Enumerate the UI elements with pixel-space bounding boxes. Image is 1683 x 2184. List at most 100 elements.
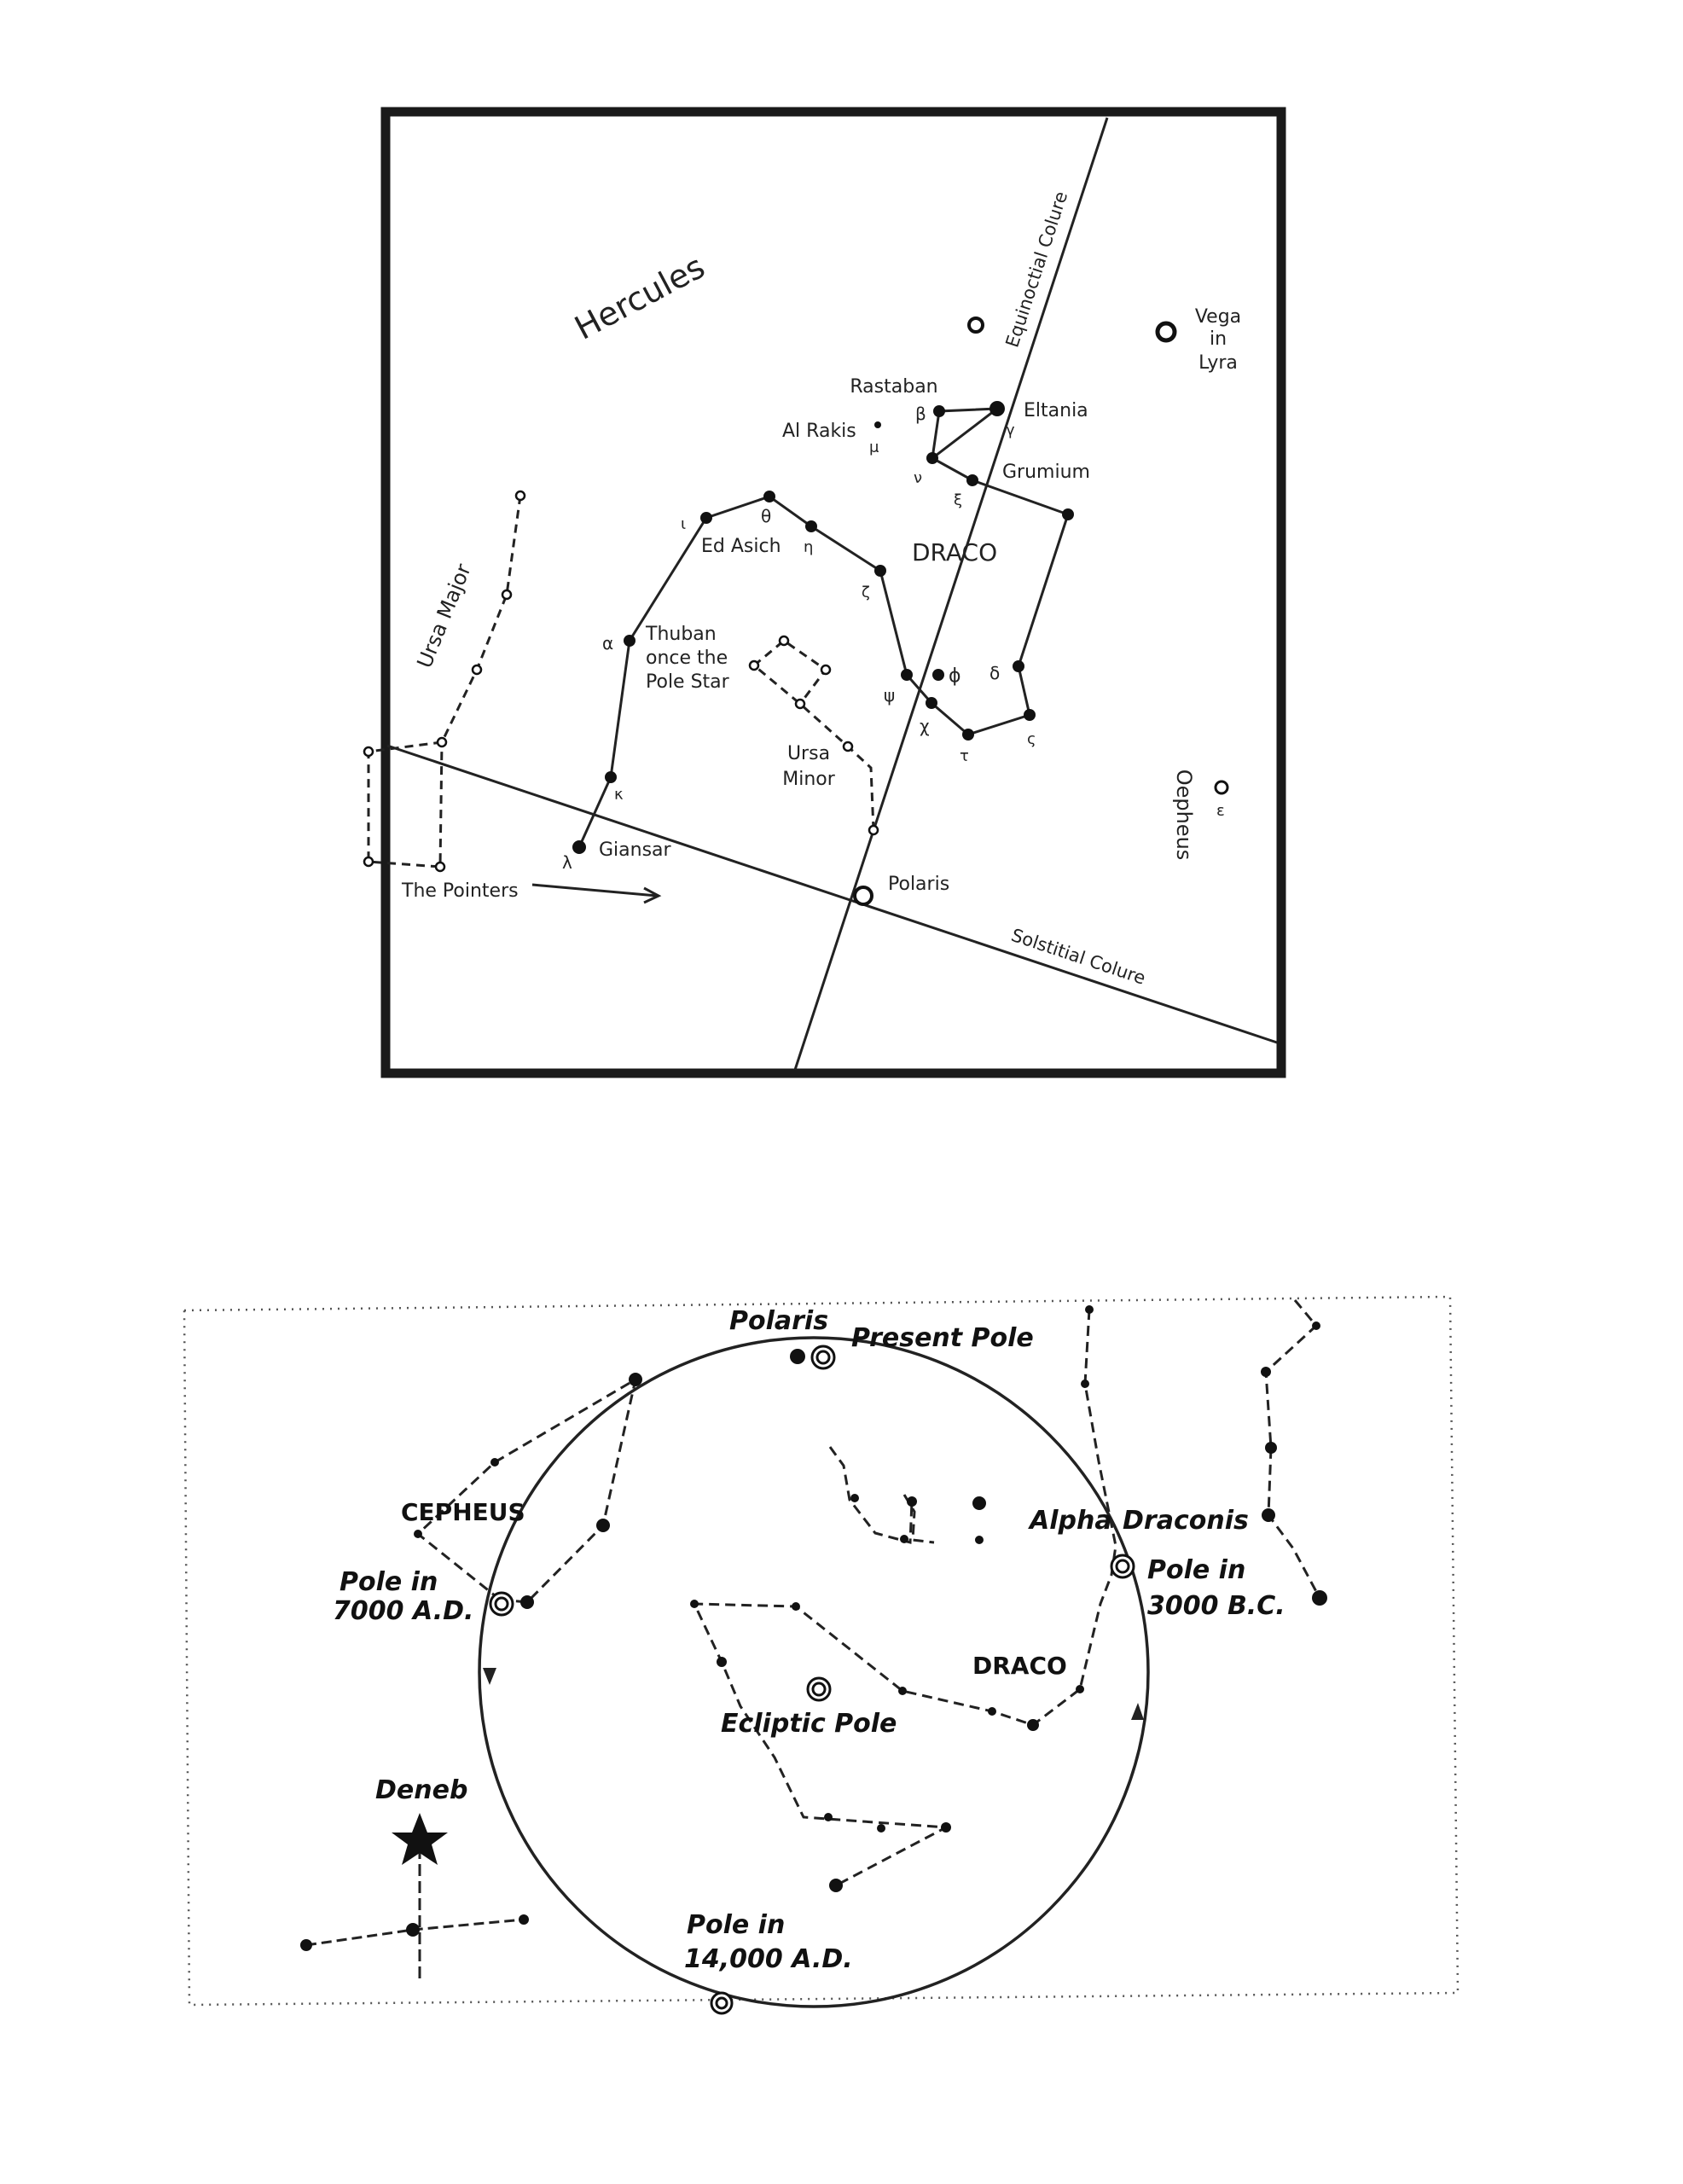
pole-14000-label-2: 14,000 A.D.: [684, 1944, 853, 1974]
circle-arrow-right: [1131, 1703, 1144, 1720]
star-iota: [700, 512, 712, 524]
greek-tau: τ: [960, 747, 969, 765]
star-xi: [966, 474, 978, 486]
greek-alpha: α: [602, 633, 613, 653]
polaris-label: Polaris: [888, 874, 949, 895]
pole-3000bc-label-1: Pole in: [1147, 1555, 1245, 1585]
star-ursa-minor-5: [778, 635, 790, 647]
greek-psi: ψ: [884, 685, 895, 706]
grumium-label: Grumium: [1002, 462, 1090, 483]
greek-theta: θ: [761, 506, 771, 526]
star-ursa-major-4: [436, 736, 448, 748]
star-deneb-cross-right: [519, 1914, 529, 1925]
star-right-2: [1261, 1367, 1271, 1377]
star-draco-8: [1076, 1685, 1084, 1693]
greek-kappa: κ: [614, 786, 624, 804]
star-ursa-major-3: [471, 664, 483, 676]
star-ursa-minor-6: [820, 664, 832, 676]
star-cepheus-1: [629, 1373, 642, 1386]
star-right-3: [1265, 1442, 1277, 1454]
deneb-star-icon: [392, 1813, 448, 1865]
pointers-arrow-line: [531, 883, 658, 897]
greek-xi: ξ: [954, 491, 962, 509]
star-ursa-major-1: [514, 490, 526, 502]
greek-zeta: ζ: [862, 584, 870, 601]
star-draco-5: [850, 1494, 859, 1502]
greek-eta: η: [804, 538, 813, 556]
equinoctial-colure-line: [793, 117, 1109, 1071]
draco-label: DRACO: [912, 538, 997, 566]
star-eta: [805, 520, 817, 532]
star-right-4: [1262, 1508, 1275, 1522]
star-draco-18: [829, 1879, 843, 1892]
star-lambda: [572, 840, 586, 854]
pole-3000bc-inner: [1115, 1559, 1130, 1574]
star-cepheus-4: [490, 1458, 499, 1467]
ursa-minor-label-2: Minor: [782, 769, 835, 790]
greek-iota: ι: [681, 515, 686, 533]
map-frame: [380, 107, 1286, 1078]
star-alpha: [624, 635, 635, 647]
draco-bottom-body: [692, 1309, 1117, 1887]
ursa-major-figure: [367, 495, 522, 868]
ed-asich-label: Ed Asich: [701, 536, 781, 557]
star-draco-6: [1085, 1305, 1094, 1314]
present-pole-inner: [815, 1350, 831, 1365]
draco-figure: [577, 407, 1070, 848]
hercules-label: Hercules: [569, 247, 711, 347]
star-ursa-minor-1: [868, 824, 879, 836]
greek-mu: μ: [869, 439, 879, 456]
rastaban-label: Rastaban: [850, 376, 937, 398]
star-hercules-open: [967, 317, 984, 334]
open-stars: [363, 317, 1229, 906]
vega-label-2: in: [1210, 328, 1227, 350]
star-vega: [1155, 321, 1177, 343]
vega-label-1: Vega: [1195, 306, 1241, 328]
star-gamma: [989, 401, 1005, 416]
al-rakis-label: Al Rakis: [782, 421, 856, 442]
cepheus-bottom-label: CEPHEUS: [401, 1498, 525, 1526]
star-ursa-major-6: [363, 856, 374, 868]
thuban-label-2: once the: [646, 648, 728, 669]
star-right-5: [1312, 1590, 1327, 1606]
star-psi: [901, 669, 913, 681]
star-chi: [926, 697, 937, 709]
pointers-label: The Pointers: [401, 880, 519, 902]
star-draco-4: [975, 1536, 984, 1544]
star-draco-9: [1027, 1719, 1039, 1731]
precession-stars: [300, 1305, 1327, 1951]
thuban-label-1: Thuban: [645, 624, 717, 645]
greek-nu: ν: [914, 469, 922, 487]
draco-bottom-label: DRACO: [972, 1652, 1067, 1680]
draco-bottom-figure: [828, 1446, 914, 1544]
star-polaris: [853, 886, 873, 906]
star-nu: [926, 452, 938, 464]
equinoctial-colure-label: Equinoctial Colure: [1001, 189, 1071, 350]
star-deneb-cross-center: [406, 1923, 420, 1937]
star-tau: [962, 729, 974, 741]
draco-stars: [572, 401, 1074, 854]
star-draco-11: [898, 1687, 907, 1695]
circle-arrow-left: [483, 1668, 496, 1685]
ecliptic-pole-label: Ecliptic Pole: [721, 1709, 897, 1739]
star-kappa: [605, 771, 617, 783]
star-beta: [933, 405, 945, 417]
star-mu: [874, 421, 881, 428]
star-cepheus-2: [596, 1519, 610, 1532]
ursa-minor-figure: [752, 639, 875, 831]
star-delta-top: [1062, 508, 1074, 520]
polaris-bottom-label: Polaris: [729, 1306, 828, 1336]
star-draco-14: [717, 1657, 727, 1667]
present-pole-label: Present Pole: [851, 1323, 1034, 1353]
draco-star-map: Hercules DRACO Ursa Major Ursa Minor Oep…: [363, 107, 1286, 1078]
star-draco-10: [988, 1707, 996, 1716]
star-draco-16: [877, 1824, 885, 1833]
draconis-label: Draconis: [1123, 1506, 1249, 1536]
deneb-label: Deneb: [375, 1775, 467, 1805]
star-sigma: [1024, 709, 1036, 721]
star-ursa-major-5: [363, 746, 374, 758]
star-ursa-major-2: [501, 589, 513, 601]
greek-delta: δ: [989, 663, 1000, 683]
star-deneb-cross-left: [300, 1939, 312, 1951]
